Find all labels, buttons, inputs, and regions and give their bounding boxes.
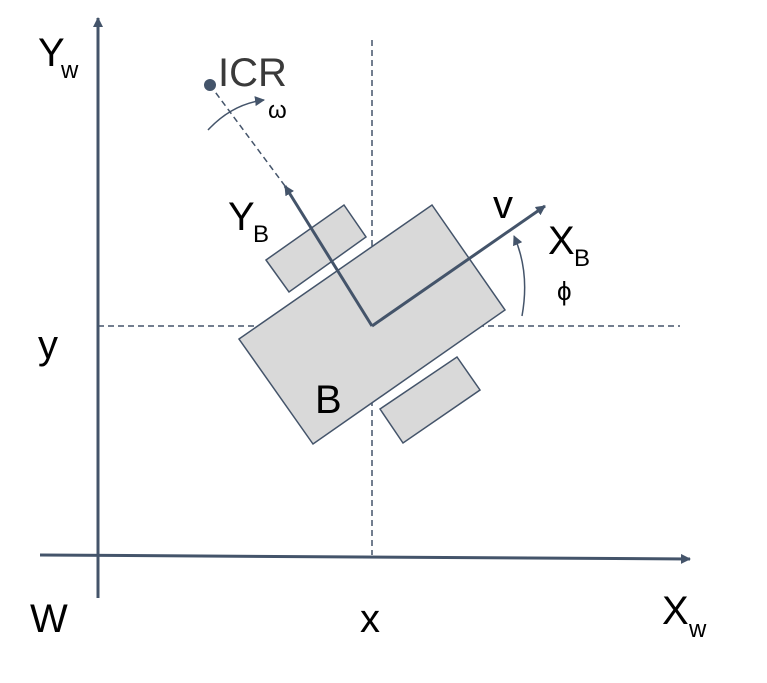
icr-point [204,79,216,91]
body-x-axis-label: X [548,219,575,263]
position-y-label: y [38,323,58,367]
omega-label: ω [268,97,287,124]
world-x-axis [39,553,691,564]
phi-arrow [513,235,526,317]
body-x-axis-subscript: B [574,245,590,272]
body-y-axis-subscript: B [253,221,269,248]
body-y-axis [283,185,374,327]
body-x-axis [371,204,546,328]
world-y-axis-label: Y [38,31,65,75]
world-origin-label: W [30,597,68,641]
world-x-axis-label: X [662,589,689,633]
body-label: B [315,378,342,422]
upper-wheel [264,203,368,294]
body-y-axis-label: Y [228,195,255,239]
world-y-axis-subscript: w [60,57,79,84]
heading-label: ϕ [557,276,572,306]
omega-arrow [207,96,265,131]
lower-wheel [378,355,482,445]
icr-label: ICR [218,51,287,95]
icr-dashed-line [209,84,286,187]
position-x-label: x [360,597,380,641]
world-x-axis-subscript: w [688,616,707,643]
velocity-label: v [493,183,513,227]
